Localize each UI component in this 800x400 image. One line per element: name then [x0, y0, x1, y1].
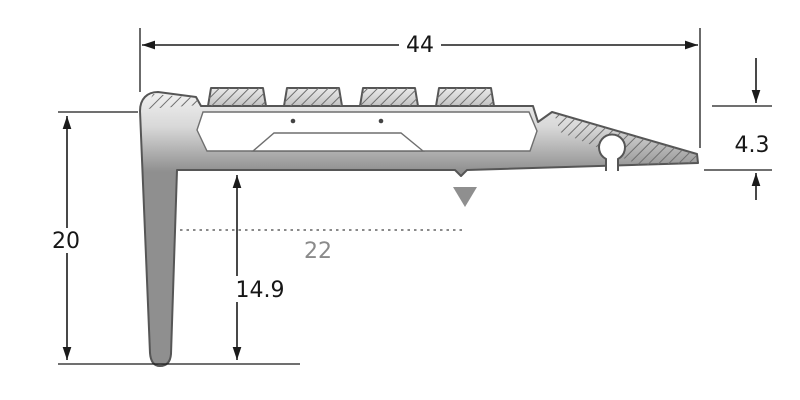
dimension-inner-drop: 14.9 — [231, 175, 289, 360]
label-background-14-9 — [231, 276, 289, 302]
dimension-label-22: 22 — [304, 239, 332, 264]
reference-triangle-marker — [453, 187, 477, 207]
dimension-label-4-3: 4.3 — [735, 133, 770, 158]
rib-4-hatch — [436, 88, 494, 106]
reinforcement-channel — [251, 132, 425, 152]
interior-dot-right — [378, 118, 384, 124]
nose-slope-hatch — [554, 113, 697, 165]
screw-port — [598, 133, 626, 171]
anti-slip-ribs — [207, 87, 495, 107]
interior-dot-left — [290, 118, 296, 124]
dimension-label-44: 44 — [406, 33, 434, 58]
dimension-left-height: 20 — [46, 111, 300, 365]
label-background-44 — [399, 33, 441, 57]
rib-2-hatch — [284, 88, 342, 106]
rib-3-hatch — [360, 88, 418, 106]
dimension-overall-width: 44 — [139, 28, 701, 148]
left-ramp-hatch — [146, 94, 200, 109]
label-background-20 — [46, 228, 88, 253]
dimension-label-14-9: 14.9 — [236, 278, 285, 303]
dimension-right-edge-height: 4.3 — [704, 58, 772, 200]
stair-nosing-profile — [139, 87, 699, 367]
dimension-inset-width: 22 — [180, 229, 463, 264]
dimension-label-20: 20 — [52, 229, 80, 254]
rib-1-hatch — [208, 88, 266, 106]
